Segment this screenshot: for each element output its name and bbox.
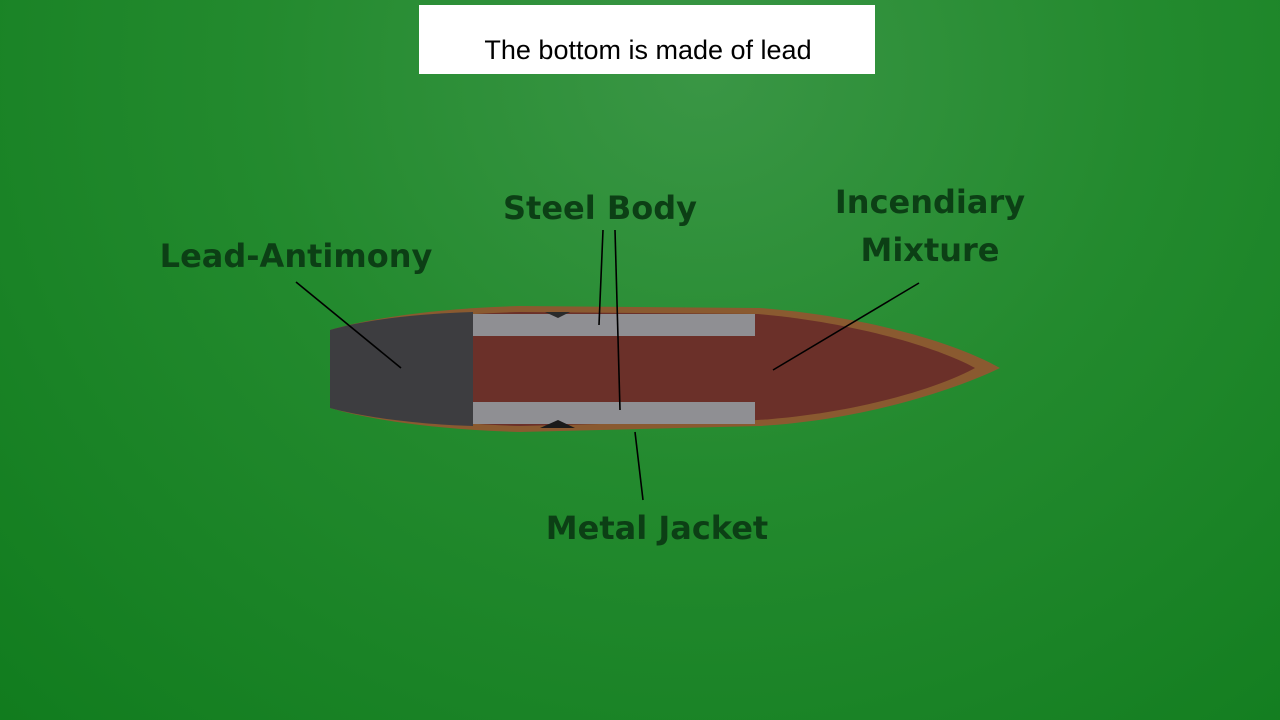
leader-incendiary bbox=[772, 282, 920, 371]
steel-body-upper bbox=[473, 314, 755, 336]
incendiary-core-shape bbox=[340, 312, 975, 426]
label-incendiary-line1: Incendiary bbox=[834, 183, 1026, 221]
label-metal-jacket: Metal Jacket bbox=[545, 509, 769, 547]
jacket-notch-top bbox=[545, 312, 570, 318]
label-incendiary-line2: Mixture bbox=[860, 231, 1000, 269]
leader-lead-antimony bbox=[295, 281, 402, 369]
leader-metal-jacket bbox=[634, 431, 644, 501]
caption-box: The bottom is made of lead bbox=[419, 5, 875, 74]
label-steel-body: Steel Body bbox=[503, 189, 697, 227]
leader-steel-body-2 bbox=[614, 229, 621, 411]
lead-antimony-core-shape bbox=[330, 312, 473, 426]
steel-body-lower bbox=[473, 402, 755, 424]
leader-steel-body-1 bbox=[598, 229, 604, 326]
label-lead-antimony: Lead-Antimony bbox=[159, 237, 433, 275]
jacket-notch-bottom bbox=[540, 420, 575, 428]
caption-text: The bottom is made of lead bbox=[484, 35, 812, 65]
label-incendiary-mixture: Incendiary Mixture bbox=[810, 178, 1050, 274]
